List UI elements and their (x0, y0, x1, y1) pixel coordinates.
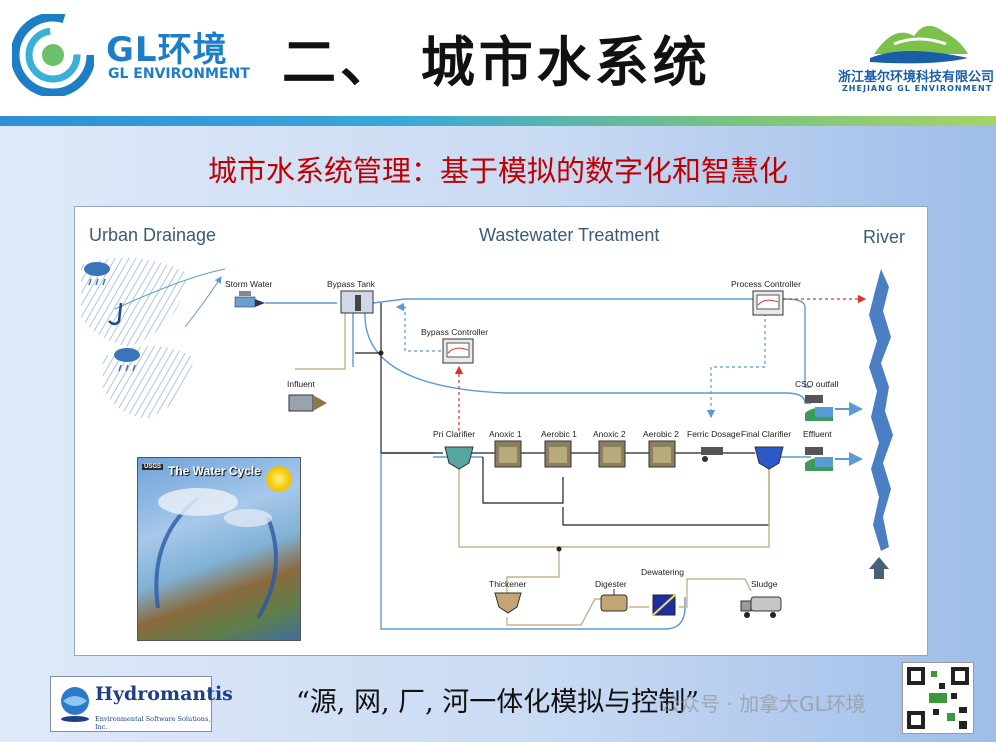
label-pri-clarifier: Pri Clarifier (433, 429, 475, 439)
hydromantis-brand: Hydromantis (95, 683, 233, 705)
label-bypass-controller: Bypass Controller (421, 327, 488, 337)
ferric-dosage-icon (701, 447, 723, 462)
storm-water-icon (234, 291, 265, 308)
anoxic-2-icon (598, 440, 626, 468)
bypass-controller-icon (442, 338, 474, 364)
label-ferric-dosage: Ferric Dosage (687, 429, 741, 439)
river-shape (869, 269, 893, 551)
header-bar: GL环境 GL ENVIRONMENT 二、 城市水系统 浙江基尔环境科技有限公… (0, 0, 996, 116)
label-digester: Digester (595, 579, 627, 589)
label-final-clarifier: Final Clarifier (741, 429, 791, 439)
section-wastewater-treatment: Wastewater Treatment (479, 225, 660, 245)
label-effluent: Effluent (803, 429, 832, 439)
label-aerobic-1: Aerobic 1 (541, 429, 577, 439)
brand-name-en: GL ENVIRONMENT (108, 66, 250, 82)
globe-icon (61, 687, 89, 722)
sludge-lines (295, 311, 770, 626)
rain-cloud-icon (84, 262, 110, 286)
primary-clarifier-icon (444, 446, 474, 470)
page-title: 二、 城市水系统 (282, 30, 711, 94)
label-influent: Influent (287, 379, 316, 389)
brand-name-cn: GL环境 (106, 30, 228, 70)
label-bypass-tank: Bypass Tank (327, 279, 376, 289)
company-name-en: ZHEJIANG GL ENVIRONMENT (842, 84, 993, 93)
sun-icon (266, 466, 292, 492)
header-divider (0, 116, 996, 126)
catchment-area (81, 257, 226, 419)
label-storm-water: Storm Water (225, 279, 273, 289)
slide-subtitle: 城市水系统管理：基于模拟的数字化和智慧化 (207, 154, 788, 188)
thickener-icon (494, 592, 522, 614)
anoxic-1-icon (494, 440, 522, 468)
label-aerobic-2: Aerobic 2 (643, 429, 679, 439)
gl-logo-icon (12, 14, 94, 96)
rain-cloud-icon (114, 348, 140, 372)
water-cycle-title: The Water Cycle (168, 464, 261, 478)
cso-outfall-icon (805, 395, 833, 421)
process-controller-icon (752, 290, 784, 316)
label-cso-outfall: CSO outfall (795, 379, 839, 389)
aerobic-2-icon (648, 440, 676, 468)
label-dewatering: Dewatering (641, 567, 684, 577)
label-anoxic-2: Anoxic 2 (593, 429, 626, 439)
company-mountain-logo-icon (870, 25, 968, 64)
aerobic-1-icon (544, 440, 572, 468)
final-clarifier-icon (754, 446, 784, 470)
influent-pipe-icon (288, 394, 327, 412)
qr-code-icon (902, 662, 974, 734)
usgs-badge: USGS (142, 464, 164, 470)
label-anoxic-1: Anoxic 1 (489, 429, 522, 439)
treatment-train-lines (355, 303, 770, 526)
label-process-controller: Process Controller (731, 279, 801, 289)
section-urban-drainage: Urban Drainage (89, 225, 217, 245)
wechat-watermark: 公众号 · 加拿大GL环境 (660, 692, 866, 716)
up-arrow-icon (869, 557, 889, 579)
digester-icon (600, 589, 628, 612)
water-cycle-arrows (154, 488, 278, 620)
dewatering-icon (652, 594, 676, 616)
hydromantis-tagline: Environmental Software Solutions, Inc. (95, 715, 211, 731)
company-name-cn: 浙江基尔环境科技有限公司 (838, 70, 995, 85)
process-flow-diagram: Storm Water Bypass Tank Bypass Controlle… (81, 257, 893, 630)
sludge-truck-icon (740, 596, 782, 618)
bypass-tank-icon (340, 290, 374, 314)
water-cycle-illustration: USGS The Water Cycle (137, 457, 301, 641)
urban-water-system-diagram: Urban Drainage Wastewater Treatment Rive… (74, 206, 928, 656)
slide-quote: “源, 网, 厂, 河一体化模拟与控制” (296, 687, 700, 718)
section-river: River (863, 227, 906, 247)
effluent-icon (805, 447, 833, 471)
hydromantis-logo: Hydromantis Environmental Software Solut… (50, 676, 233, 732)
label-sludge: Sludge (751, 579, 778, 589)
label-thickener: Thickener (489, 579, 526, 589)
